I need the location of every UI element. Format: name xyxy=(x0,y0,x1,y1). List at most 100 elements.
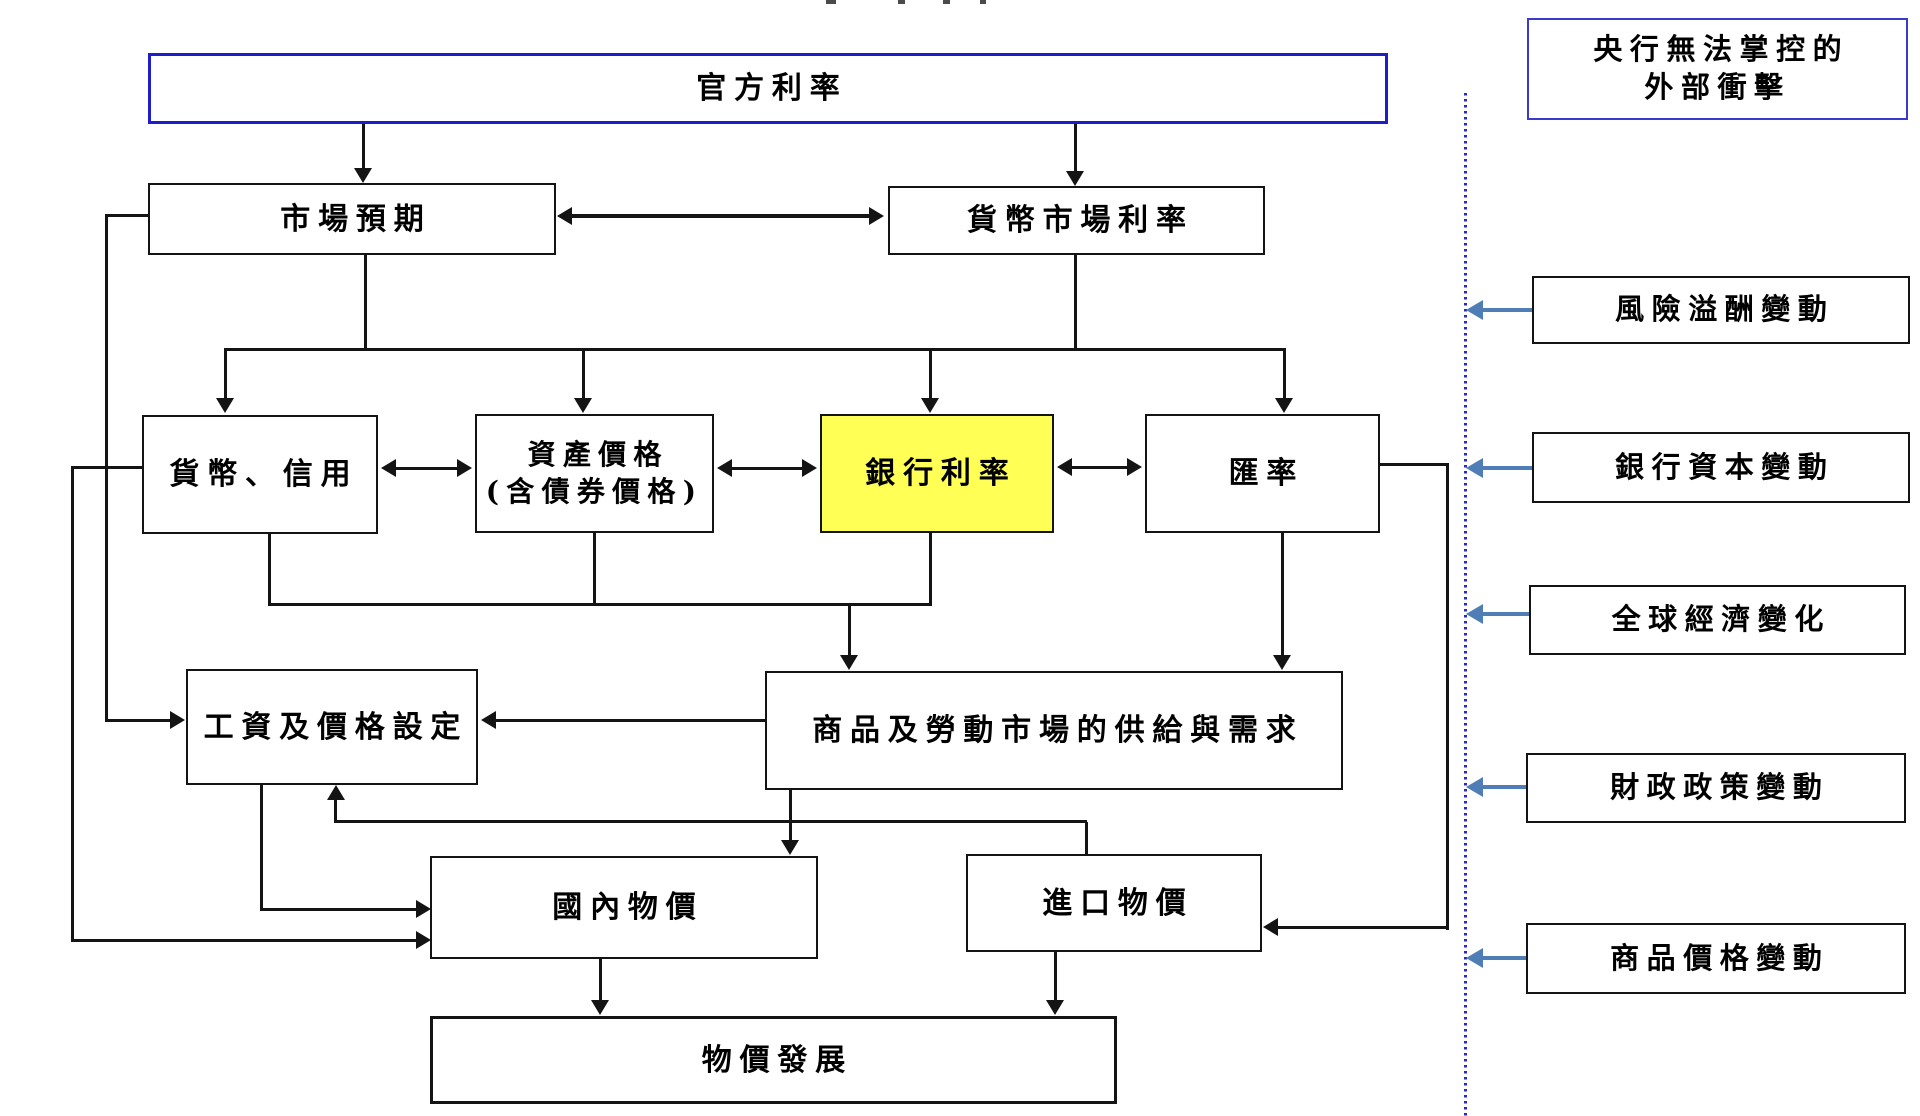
arrow-import-to-pricedev xyxy=(1054,952,1057,1002)
shock-commodity-prices: 商品價格變動 xyxy=(1526,923,1906,994)
line-bankrates-collector xyxy=(929,533,932,606)
node-wage-price-setting: 工資及價格設定 xyxy=(186,669,478,785)
shock-bank-capital: 銀行資本變動 xyxy=(1532,432,1910,503)
dotted-boundary-line xyxy=(1464,93,1467,1116)
arrow-import-to-wage xyxy=(334,799,337,822)
shock-arrow-bank-capital xyxy=(1483,466,1532,470)
arrowhead-left-icon xyxy=(1263,918,1278,936)
arrowhead-down-icon xyxy=(1066,171,1084,186)
arrowhead-down-icon xyxy=(840,655,858,670)
shock-fiscal-policy: 財政政策變動 xyxy=(1526,753,1906,823)
arrowhead-down-icon xyxy=(216,398,234,413)
node-exchange-rate: 匯率 xyxy=(1145,414,1380,533)
node-price-developments: 物價發展 xyxy=(430,1016,1117,1104)
arrowhead-right-icon xyxy=(457,459,472,477)
arrowhead-left-icon xyxy=(557,207,572,225)
node-wage-price-setting-label: 工資及價格設定 xyxy=(203,709,469,745)
arrowhead-down-icon xyxy=(1046,1000,1064,1015)
line-moneycredit-feedback xyxy=(71,466,74,942)
node-domestic-prices: 國內物價 xyxy=(430,856,818,959)
arrow-expectations-to-wage xyxy=(105,719,170,722)
node-domestic-prices-label: 國內物價 xyxy=(552,890,704,925)
node-goods-labour-supply-demand: 商品及勞動市場的供給與需求 xyxy=(765,671,1343,790)
node-money-market-rate: 貨幣市場利率 xyxy=(888,186,1265,255)
blue-arrowhead-left-icon xyxy=(1466,777,1483,797)
node-official-rate: 官方利率 xyxy=(148,53,1388,124)
arrow-bankrates-exchangerate xyxy=(1070,466,1130,469)
arrowhead-down-icon xyxy=(781,840,799,855)
arrow-supplydemand-to-domestic xyxy=(789,790,792,842)
arrowhead-down-icon xyxy=(921,398,939,413)
arrow-assetprices-bankrates xyxy=(730,467,804,470)
node-import-prices: 進口物價 xyxy=(966,854,1262,952)
arrowhead-down-icon xyxy=(591,1000,609,1015)
arrow-to-exchange-rate xyxy=(1283,350,1286,400)
arrow-to-money-credit xyxy=(224,350,227,400)
cropped-title-fragment xyxy=(898,0,905,4)
blue-arrowhead-left-icon xyxy=(1466,948,1483,968)
arrowhead-right-icon xyxy=(869,207,884,225)
shock-fiscal-policy-label: 財政政策變動 xyxy=(1610,770,1830,805)
line-importprices-up xyxy=(1085,822,1088,855)
line-expectations-left xyxy=(105,214,148,217)
node-official-rate-label: 官方利率 xyxy=(696,71,848,106)
arrowhead-left-icon xyxy=(481,711,496,729)
node-money-market-rate-label: 貨幣市場利率 xyxy=(966,203,1194,238)
shock-risk-premium: 風險溢酬變動 xyxy=(1532,276,1910,344)
shock-commodity-prices-label: 商品價格變動 xyxy=(1610,940,1830,975)
shock-bank-capital-label: 銀行資本變動 xyxy=(1615,449,1835,484)
blue-arrowhead-left-icon xyxy=(1466,604,1483,624)
node-bank-rates: 銀行利率 xyxy=(820,414,1054,533)
arrow-to-asset-prices xyxy=(582,350,585,400)
arrow-domestic-to-pricedev xyxy=(599,959,602,1002)
node-money-credit: 貨幣、信用 xyxy=(142,415,378,534)
shock-arrow-fiscal-policy xyxy=(1483,785,1526,789)
blue-arrowhead-left-icon xyxy=(1466,300,1483,320)
arrowhead-down-icon xyxy=(574,398,592,413)
node-bank-rates-label: 銀行利率 xyxy=(865,456,1017,491)
shock-arrow-risk-premium xyxy=(1483,308,1532,312)
line-moneycredit-left xyxy=(71,466,142,469)
arrow-supplydemand-to-wage xyxy=(495,719,765,722)
external-shocks-header-label: 央行無法掌控的 外部衝擊 xyxy=(1593,32,1850,104)
blue-arrowhead-left-icon xyxy=(1466,458,1483,478)
line-import-to-wage xyxy=(334,820,1087,823)
node-import-prices-label: 進口物價 xyxy=(1042,885,1194,921)
cropped-title-fragment xyxy=(943,0,950,4)
arrowhead-left-icon xyxy=(717,459,732,477)
arrow-official-to-expectations xyxy=(362,124,365,170)
node-price-developments-label: 物價發展 xyxy=(701,1042,853,1078)
arrowhead-right-icon xyxy=(1127,458,1142,476)
node-asset-prices: 資產價格 (含債券價格) xyxy=(475,414,714,533)
arrowhead-right-icon xyxy=(416,900,431,918)
shock-global-economy-label: 全球經濟變化 xyxy=(1611,602,1831,637)
node-exchange-rate-label: 匯率 xyxy=(1228,456,1305,491)
node-asset-prices-label: 資產價格 (含債券價格) xyxy=(485,438,704,508)
arrowhead-left-icon xyxy=(381,459,396,477)
node-market-expectations-label: 市場預期 xyxy=(280,201,432,237)
cropped-title-fragment xyxy=(980,0,986,4)
arrow-expectations-moneymarket xyxy=(570,214,872,218)
arrowhead-right-icon xyxy=(170,711,185,729)
shock-arrow-commodity-prices xyxy=(1483,956,1526,960)
external-shocks-header: 央行無法掌控的 外部衝擊 xyxy=(1527,18,1908,120)
line-assetprices-collector xyxy=(593,533,596,606)
arrow-moneycredit-assetprices xyxy=(394,467,460,470)
line-wage-down xyxy=(260,785,263,911)
line-distribution xyxy=(224,348,1286,351)
line-moneymarket-down xyxy=(1074,255,1077,351)
shock-risk-premium-label: 風險溢酬變動 xyxy=(1615,292,1835,327)
shock-arrow-global-economy xyxy=(1483,612,1529,616)
arrow-moneycredit-to-domestic xyxy=(71,939,416,942)
arrowhead-right-icon xyxy=(416,931,431,949)
node-money-credit-label: 貨幣、信用 xyxy=(169,457,359,492)
arrow-official-to-money-market xyxy=(1074,124,1077,172)
arrowhead-down-icon xyxy=(354,168,372,183)
arrow-collector-to-supplydemand xyxy=(848,603,851,657)
arrowhead-left-icon xyxy=(1057,458,1072,476)
arrow-exchangerate-to-supplydemand xyxy=(1281,533,1284,657)
node-market-expectations: 市場預期 xyxy=(148,183,556,255)
arrow-wage-to-domestic xyxy=(260,908,416,911)
cropped-title-fragment xyxy=(826,0,836,4)
